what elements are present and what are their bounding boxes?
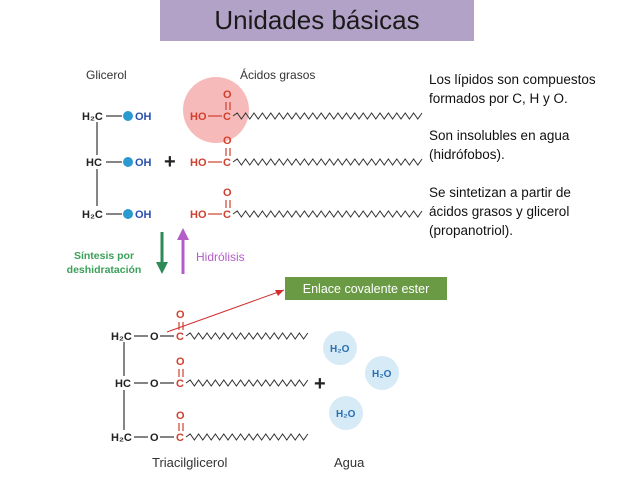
ho-group: HO [190, 157, 207, 169]
triacilglicerol-label: Triacilglicerol [152, 455, 228, 470]
enlace-ester-label: Enlace covalente ester [285, 277, 447, 300]
fatty-acid-chain [232, 210, 423, 218]
water-bubble [323, 331, 357, 365]
tri-carbon: H₂C [111, 331, 132, 343]
ester-oxygen: O [150, 432, 159, 444]
ester-oxygen: O [150, 378, 159, 390]
water-bubble [329, 396, 363, 430]
oh-dot [123, 111, 133, 121]
ho-group: HO [190, 111, 207, 123]
ester-oxygen: O [150, 331, 159, 343]
ho-group: HO [190, 209, 207, 221]
sintesis-line: Síntesis por [73, 250, 135, 262]
oh-group: OH [135, 111, 152, 123]
desc-line: ácidos grasos y glicerol [429, 204, 570, 219]
oh-group: OH [135, 209, 152, 221]
synthesis-arrowhead [156, 262, 168, 274]
agua-label: Agua [334, 455, 365, 470]
tri-carbon: HC [115, 378, 131, 390]
fatty-acid-chain [232, 158, 423, 166]
glicerol-carbon: H₂C [82, 209, 103, 221]
water-label: H₂O [372, 369, 392, 380]
oh-group: OH [135, 157, 152, 169]
water-label: H₂O [336, 409, 356, 420]
fatty-acid-chain [232, 112, 423, 120]
carboxyl-carbon: C [223, 157, 231, 169]
carbonyl-oxygen: O [176, 356, 185, 368]
glicerol-label: Glicerol [86, 68, 127, 82]
carbonyl-oxygen: O [223, 187, 232, 199]
description-block: Son insolubles en agua (hidrófobos). [429, 126, 634, 164]
desc-line: (hidrófobos). [429, 147, 505, 162]
desc-line: (propanotriol). [429, 223, 514, 238]
tri-carbon: H₂C [111, 432, 132, 444]
carbonyl-oxygen: O [223, 135, 232, 147]
sintesis-label: Síntesis por deshidratación [64, 249, 144, 277]
desc-line: Son insolubles en agua [429, 128, 570, 143]
plus-sign: + [314, 373, 326, 395]
water-bubble [365, 356, 399, 390]
enlace-text: Enlace covalente ester [302, 281, 430, 296]
acidos-label: Ácidos grasos [240, 68, 316, 82]
fatty-acid-chain [185, 433, 309, 441]
ester-carbon: C [176, 432, 184, 444]
oh-dot [123, 209, 133, 219]
desc-line: Los lípidos son compuestos [429, 72, 596, 87]
carboxyl-carbon: C [223, 209, 231, 221]
highlight-circle [183, 77, 249, 143]
sintesis-line: deshidratación [66, 264, 142, 276]
desc-line: Se sintetizan a partir de [429, 185, 571, 200]
hidrolisis-label: Hidrólisis [196, 250, 245, 264]
enlace-pointer-line [166, 289, 285, 333]
plus-sign: + [164, 151, 176, 173]
enlace-pointer-head [275, 290, 284, 296]
water-label: H₂O [330, 344, 350, 355]
description-block: Se sintetizan a partir de ácidos grasos … [429, 183, 634, 240]
ester-carbon: C [176, 331, 184, 343]
title-banner: Unidades básicas [160, 0, 474, 41]
glicerol-carbon: HC [86, 157, 102, 169]
carbonyl-oxygen: O [176, 410, 185, 422]
glicerol-carbon: H₂C [82, 111, 103, 123]
desc-line: formados por C, H y O. [429, 91, 568, 106]
carbonyl-oxygen: O [223, 89, 232, 101]
fatty-acid-chain [185, 379, 309, 387]
carboxyl-carbon: C [223, 111, 231, 123]
fatty-acid-chain [185, 332, 309, 340]
ester-carbon: C [176, 378, 184, 390]
oh-dot [123, 157, 133, 167]
description-block: Los lípidos son compuestos formados por … [429, 70, 634, 108]
page-title: Unidades básicas [214, 5, 420, 35]
hydrolysis-arrowhead [177, 228, 189, 240]
carbonyl-oxygen: O [176, 309, 185, 321]
